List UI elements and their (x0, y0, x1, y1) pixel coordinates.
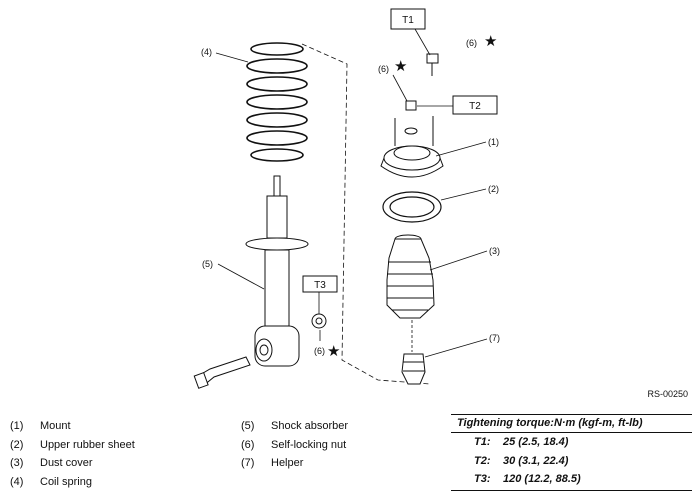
torque-value: 30 (3.1, 22.4) (503, 454, 569, 467)
torque-id: T3: (474, 473, 491, 485)
self-locking-nut-middle (404, 100, 418, 135)
callout-2: (2) (488, 184, 499, 194)
dust-cover (386, 234, 435, 319)
legend-name: Mount (40, 420, 71, 432)
legend-num: (7) (241, 457, 255, 469)
torque-value: 25 (2.5, 18.4) (503, 436, 569, 448)
star-icon-lower: ★ (327, 342, 340, 360)
legend-item: (7) Helper (241, 454, 348, 473)
torque-tag-t2: T2 (452, 95, 498, 115)
legend-item: (1) Mount (10, 417, 135, 436)
star-icon-top: ★ (484, 32, 497, 50)
legend-name: Helper (271, 457, 304, 469)
star-icon-middle: ★ (394, 57, 407, 75)
torque-row: T2: 30 (3.1, 22.4) (451, 452, 692, 471)
callout-6-lower: (6) (314, 346, 325, 356)
reference-code: RS-00250 (647, 389, 688, 399)
legend-name: Upper rubber sheet (40, 438, 135, 451)
torque-row: T1: 25 (2.5, 18.4) (451, 433, 692, 452)
self-locking-nut-top (426, 53, 439, 76)
torque-heading: Tightening torque:N·m (kgf-m, ft-lb) (451, 414, 692, 433)
suspension-exploded-diagram: T1 T2 T3 (4) (5) (6) (6) (6) (1) (2) (3)… (193, 8, 500, 389)
legend-middle: (5) Shock absorber (6) Self-locking nut (7… (241, 417, 348, 473)
legend-name: Coil spring (40, 475, 92, 488)
callout-4: (4) (201, 47, 212, 57)
mount (380, 116, 444, 178)
torque-table-bottom-rule (451, 489, 692, 491)
torque-tag-t3-text: T3 (314, 280, 326, 291)
legend-name: Self-locking nut (271, 438, 347, 451)
torque-tag-t1: T1 (390, 8, 426, 30)
callout-1: (1) (488, 137, 499, 147)
self-locking-nut-lower (311, 313, 327, 329)
legend-name: Shock absorber (271, 420, 349, 432)
torque-id: T2: (474, 454, 491, 467)
helper (401, 353, 426, 385)
legend-item: (6) Self-locking nut (241, 436, 348, 455)
callout-6-top: (6) (466, 38, 477, 48)
torque-id: T1: (474, 436, 491, 448)
torque-value: 120 (12.2, 88.5) (503, 473, 581, 485)
legend-item: (2) Upper rubber sheet (10, 436, 135, 455)
legend-item: (5) Shock absorber (241, 417, 348, 436)
upper-rubber-sheet (382, 191, 442, 223)
callout-3: (3) (489, 246, 500, 256)
leader-lines (215, 28, 488, 358)
bolt (193, 356, 251, 389)
legend-num: (5) (241, 420, 255, 432)
callout-5: (5) (202, 259, 213, 269)
shock-absorber (245, 175, 309, 367)
legend-num: (6) (241, 438, 255, 451)
assembly-outline (301, 43, 431, 385)
legend-item: (3) Dust cover (10, 454, 135, 473)
legend-item: (4) Coil spring (10, 473, 135, 492)
torque-tag-t1-text: T1 (402, 15, 414, 26)
coil-spring (246, 42, 308, 162)
callout-7: (7) (489, 333, 500, 343)
torque-table: Tightening torque:N·m (kgf-m, ft-lb) T1:… (451, 414, 692, 491)
legend-num: (2) (10, 438, 24, 451)
legend-num: (3) (10, 457, 24, 469)
legend-name: Dust cover (40, 457, 93, 469)
torque-tag-t2-text: T2 (469, 101, 481, 112)
callout-6-middle: (6) (378, 64, 389, 74)
torque-tag-t3: T3 (302, 275, 338, 293)
torque-row: T3: 120 (12.2, 88.5) (451, 470, 692, 489)
legend-num: (4) (10, 475, 24, 488)
legend-left: (1) Mount (2) Upper rubber sheet (3) Dust c… (10, 417, 135, 491)
legend-num: (1) (10, 420, 24, 432)
